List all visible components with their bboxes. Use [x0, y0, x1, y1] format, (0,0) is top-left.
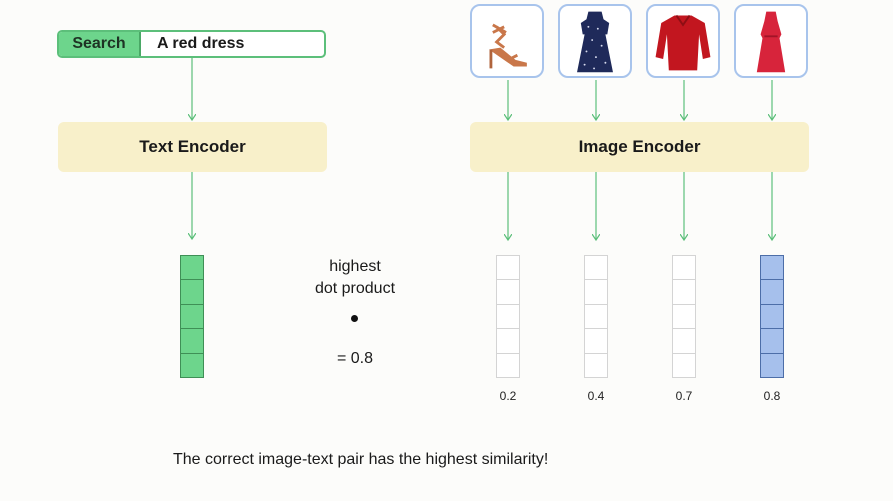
vector-cell [497, 256, 519, 281]
dot-product-caption-line2: dot product [314, 280, 396, 297]
vector-cell [761, 304, 783, 330]
search-input[interactable]: A red dress [157, 35, 245, 52]
vector-cell [585, 304, 607, 330]
similarity-score-4: 0.8 [763, 389, 781, 403]
image-embedding-vector-3 [672, 255, 696, 378]
vector-cell [673, 256, 695, 281]
text-embedding-vector [180, 255, 204, 378]
text-encoder: Text Encoder [58, 122, 327, 172]
dress-icon [577, 11, 613, 73]
image-embedding-vector-2 [584, 255, 608, 378]
vector-cell [761, 256, 783, 281]
vector-cell [497, 280, 519, 305]
vector-cell [181, 353, 203, 378]
dot-product-result: = 0.8 [336, 350, 374, 367]
vector-cell [181, 256, 203, 281]
sweater-icon [655, 14, 711, 71]
vector-cell [761, 280, 783, 305]
similarity-score-3: 0.7 [675, 389, 693, 403]
vector-cell [585, 256, 607, 281]
vector-cell [761, 329, 783, 354]
image-embedding-vector-1 [496, 255, 520, 378]
red-polo-image [646, 4, 720, 78]
sandal-icon [489, 23, 527, 69]
image-encoder: Image Encoder [470, 122, 809, 172]
vector-cell [497, 353, 519, 378]
similarity-score-2: 0.4 [587, 389, 605, 403]
text-encoder-label: Text Encoder [139, 137, 246, 156]
vector-cell [585, 280, 607, 305]
red-dress-icon [756, 11, 786, 73]
vector-cell [497, 329, 519, 354]
vector-cell [673, 304, 695, 330]
similarity-score-1: 0.2 [499, 389, 517, 403]
sandal-image [470, 4, 544, 78]
footer-caption: The correct image-text pair has the high… [173, 451, 549, 468]
dot-product-symbol [351, 315, 358, 322]
vector-cell [181, 329, 203, 354]
vector-cell [181, 280, 203, 305]
vector-cell [673, 280, 695, 305]
image-embedding-vector-4 [760, 255, 784, 378]
vector-cell [585, 329, 607, 354]
vector-cell [673, 329, 695, 354]
vector-cell [673, 353, 695, 378]
polka-dot-dress-image [558, 4, 632, 78]
image-encoder-label: Image Encoder [578, 137, 701, 156]
vector-cell [761, 353, 783, 378]
search-label: Search [59, 32, 141, 56]
dot-product-caption: highest dot product [300, 256, 410, 300]
dot-product-caption-line1: highest [329, 258, 381, 275]
red-dress-image [734, 4, 808, 78]
vector-cell [497, 304, 519, 330]
vector-cell [585, 353, 607, 378]
vector-cell [181, 304, 203, 330]
